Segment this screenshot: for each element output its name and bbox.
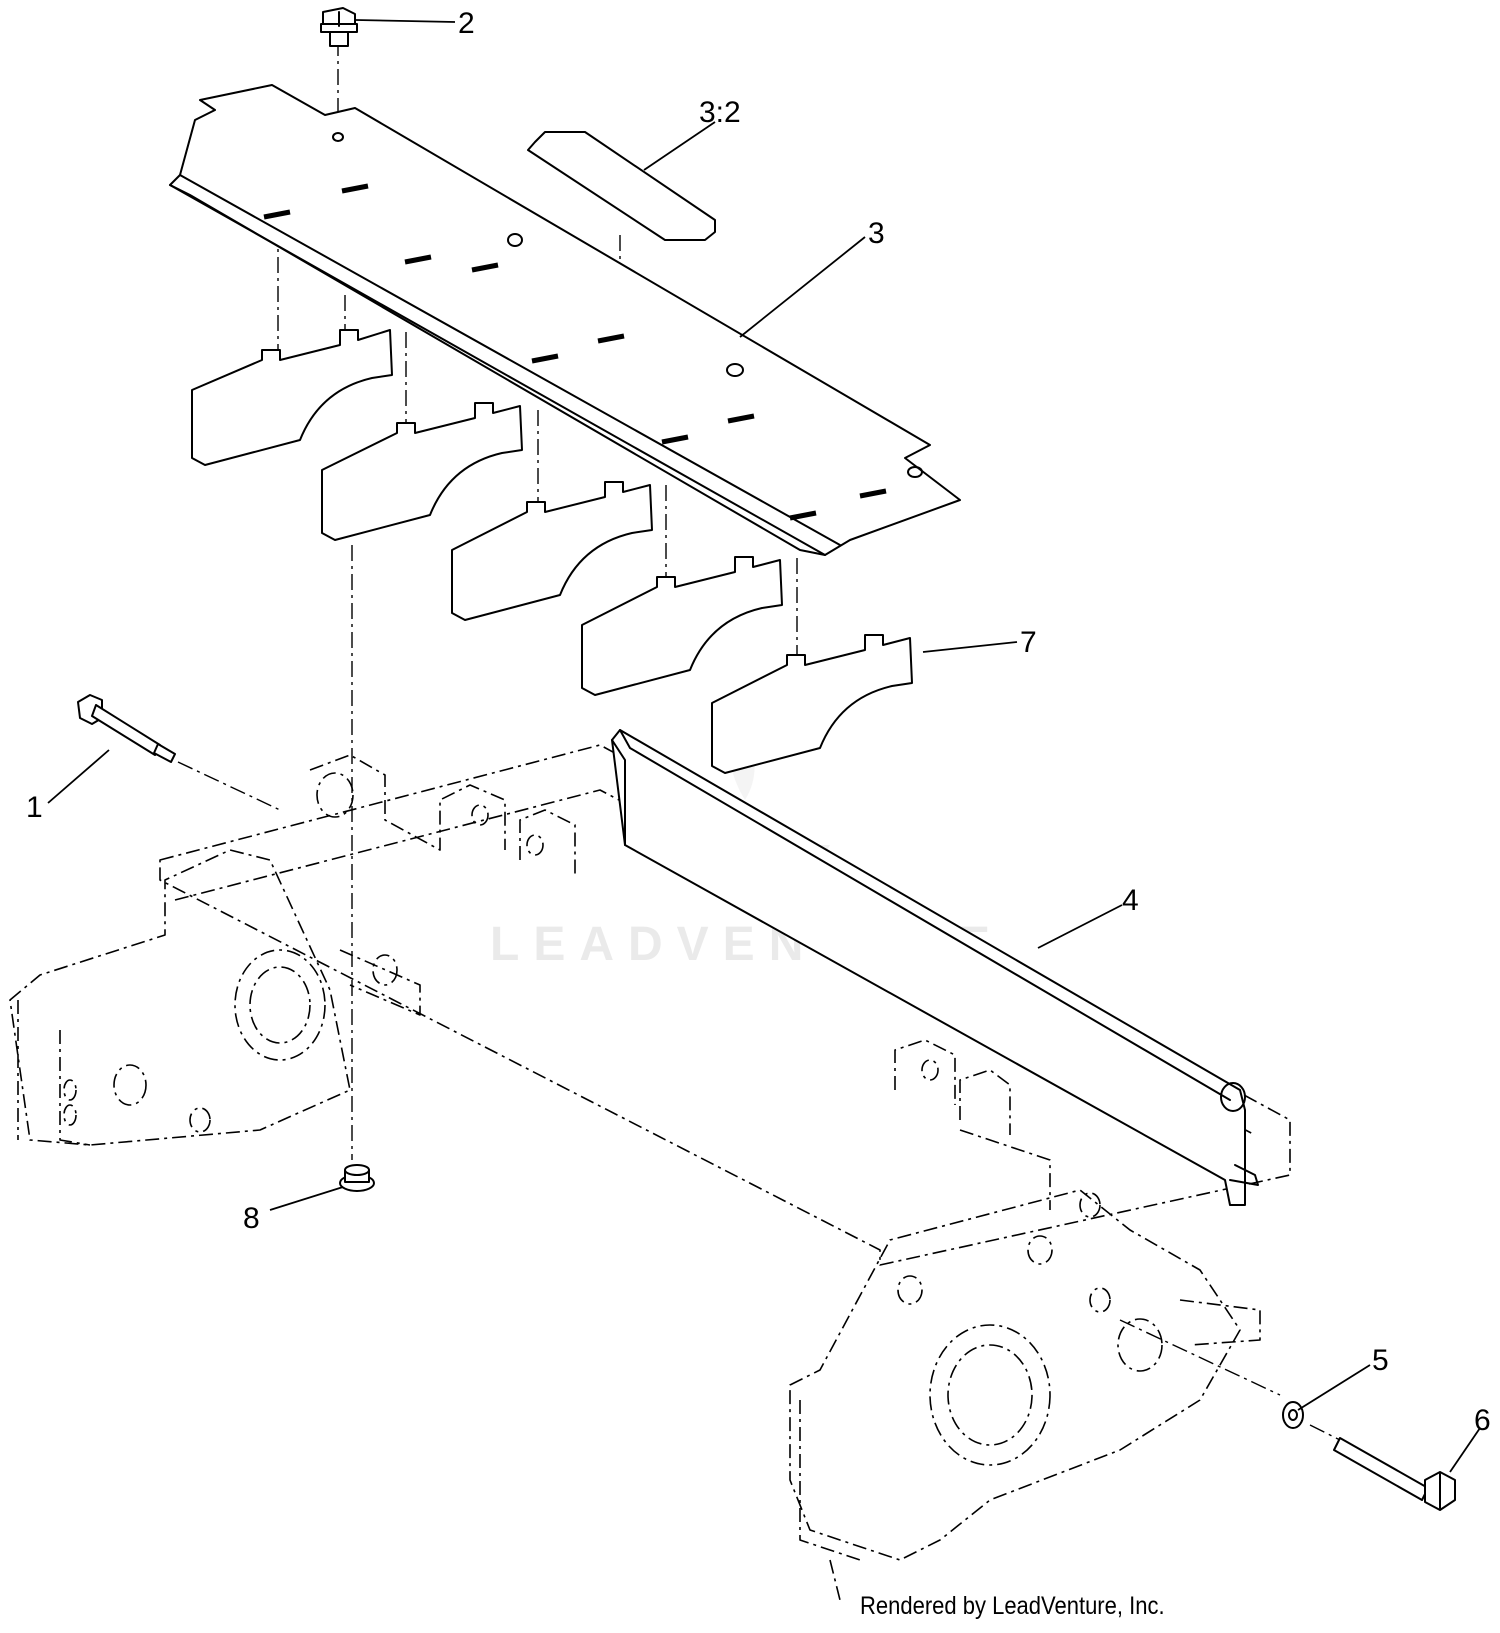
baffle-1	[191, 329, 393, 466]
part-8-flange-nut	[339, 1164, 375, 1192]
callout-8: 8	[243, 1202, 260, 1235]
callout-3-2: 3:2	[699, 96, 741, 129]
render-credit: Rendered by LeadVenture, Inc.	[860, 1592, 1165, 1620]
part-7-baffles	[191, 329, 913, 774]
callout-6: 6	[1474, 1404, 1491, 1437]
callout-2: 2	[458, 7, 475, 40]
callouts: 2 3:2 3 7 1 4 8 5 6	[26, 7, 1491, 1437]
callout-3: 3	[868, 217, 885, 250]
callout-7: 7	[1020, 626, 1037, 659]
part-3-deflector-plate	[169, 84, 961, 556]
leader-lines	[47, 19, 1481, 1473]
baffle-4	[581, 556, 783, 696]
part-6-hex-bolt	[1333, 1437, 1456, 1511]
callout-5: 5	[1372, 1344, 1389, 1377]
part-1-pin	[77, 694, 176, 763]
callout-4: 4	[1122, 884, 1139, 917]
callout-1: 1	[26, 791, 43, 824]
centerlines	[177, 40, 1341, 1441]
baffle-2	[321, 402, 523, 541]
deck-frame-reference	[9, 744, 1291, 1601]
part-4-baffle-rod	[611, 729, 1259, 1206]
part-5-washer	[1282, 1401, 1304, 1429]
baffle-3	[451, 481, 653, 621]
baffle-5	[711, 634, 913, 774]
part-2-flange-bolt	[320, 7, 358, 47]
part-3-2-decal	[527, 131, 716, 241]
